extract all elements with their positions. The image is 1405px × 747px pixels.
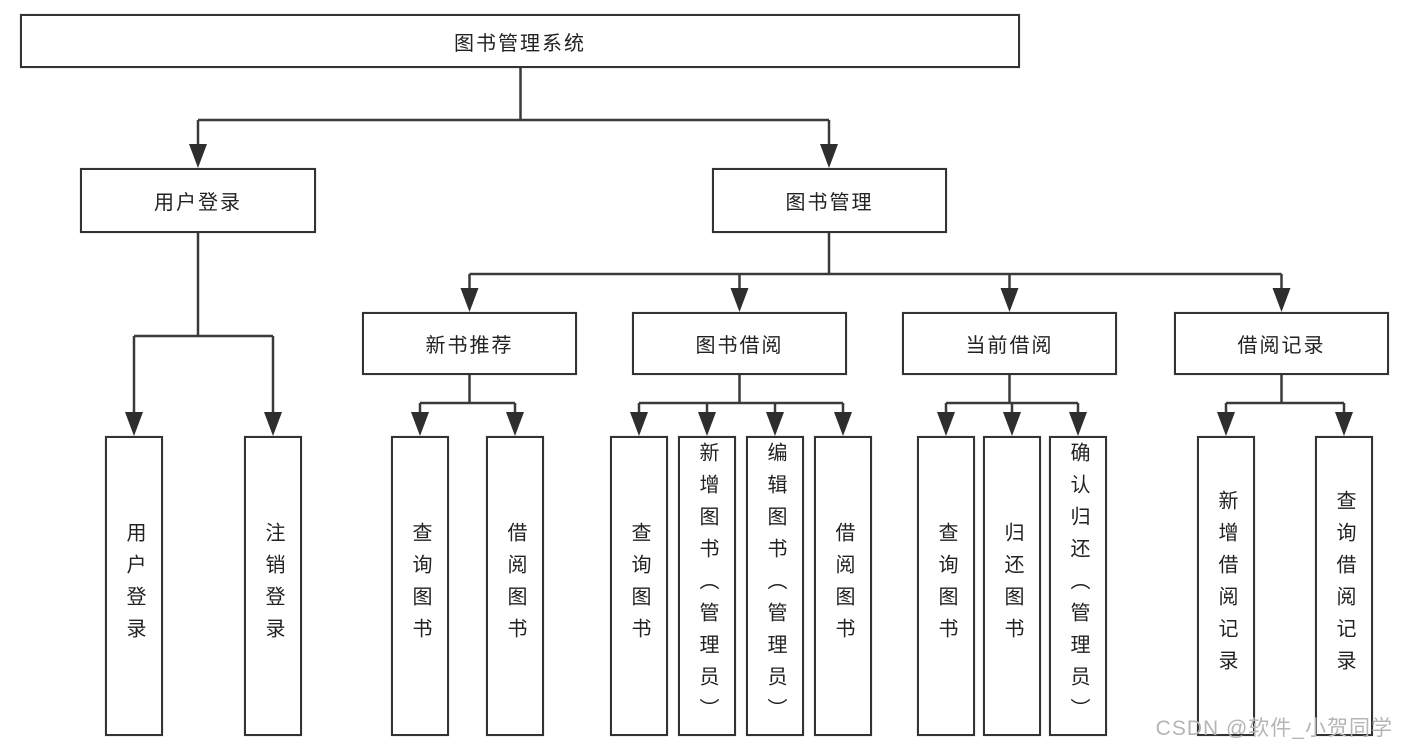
node-book-borrowing-label: 图书借阅 <box>695 335 784 357</box>
leaf-records-query-borrow-record: 查询借阅记录 <box>1315 436 1373 736</box>
node-book-borrowing: 图书借阅 <box>632 312 847 375</box>
watermark: CSDN @软件_小贺同学 <box>1155 717 1393 740</box>
leaf-borrowing-edit-books-admin: 编辑图书（管理员） <box>746 436 804 736</box>
leaf-borrowing-query-books-label: 查询图书 <box>628 522 650 650</box>
leaf-borrowing-borrow-books-label: 借阅图书 <box>832 522 854 650</box>
leaf-recommend-query-books-label: 查询图书 <box>409 522 431 650</box>
arrowheads <box>125 144 1353 436</box>
leaf-logout-label: 注销登录 <box>262 522 284 650</box>
leaf-recommend-query-books: 查询图书 <box>391 436 449 736</box>
leaf-records-add-borrow-record-label: 新增借阅记录 <box>1215 490 1237 682</box>
leaf-borrowing-query-books: 查询图书 <box>610 436 668 736</box>
node-current-borrowing: 当前借阅 <box>902 312 1117 375</box>
leaf-records-query-borrow-record-label: 查询借阅记录 <box>1333 490 1355 682</box>
leaf-current-return-books: 归还图书 <box>983 436 1041 736</box>
leaf-records-add-borrow-record: 新增借阅记录 <box>1197 436 1255 736</box>
leaf-current-return-books-label: 归还图书 <box>1001 522 1023 650</box>
node-borrowing-records: 借阅记录 <box>1174 312 1389 375</box>
leaf-recommend-borrow-books-label: 借阅图书 <box>504 522 526 650</box>
leaf-borrowing-add-books-admin: 新增图书（管理员） <box>678 436 736 736</box>
leaf-current-confirm-return-admin: 确认归还（管理员） <box>1049 436 1107 736</box>
leaf-recommend-borrow-books: 借阅图书 <box>486 436 544 736</box>
node-borrowing-records-label: 借阅记录 <box>1237 335 1326 357</box>
connector-strokes <box>132 68 1346 413</box>
node-book-management: 图书管理 <box>712 168 947 233</box>
leaf-user-login-label: 用户登录 <box>123 522 145 650</box>
node-new-book-recommend-label: 新书推荐 <box>425 335 514 357</box>
leaf-borrowing-borrow-books: 借阅图书 <box>814 436 872 736</box>
leaf-borrowing-add-books-admin-label: 新增图书（管理员） <box>696 442 718 730</box>
leaf-user-login: 用户登录 <box>105 436 163 736</box>
leaf-borrowing-edit-books-admin-label: 编辑图书（管理员） <box>764 442 786 730</box>
leaf-current-confirm-return-admin-label: 确认归还（管理员） <box>1067 442 1089 730</box>
node-book-management-label: 图书管理 <box>785 192 874 214</box>
node-root: 图书管理系统 <box>20 14 1020 68</box>
node-new-book-recommend: 新书推荐 <box>362 312 577 375</box>
leaf-current-query-books-label: 查询图书 <box>935 522 957 650</box>
node-user-login: 用户登录 <box>80 168 316 233</box>
leaf-current-query-books: 查询图书 <box>917 436 975 736</box>
node-root-label: 图书管理系统 <box>454 32 586 55</box>
node-user-login-label: 用户登录 <box>154 192 242 214</box>
node-current-borrowing-label: 当前借阅 <box>965 335 1054 357</box>
leaf-logout: 注销登录 <box>244 436 302 736</box>
